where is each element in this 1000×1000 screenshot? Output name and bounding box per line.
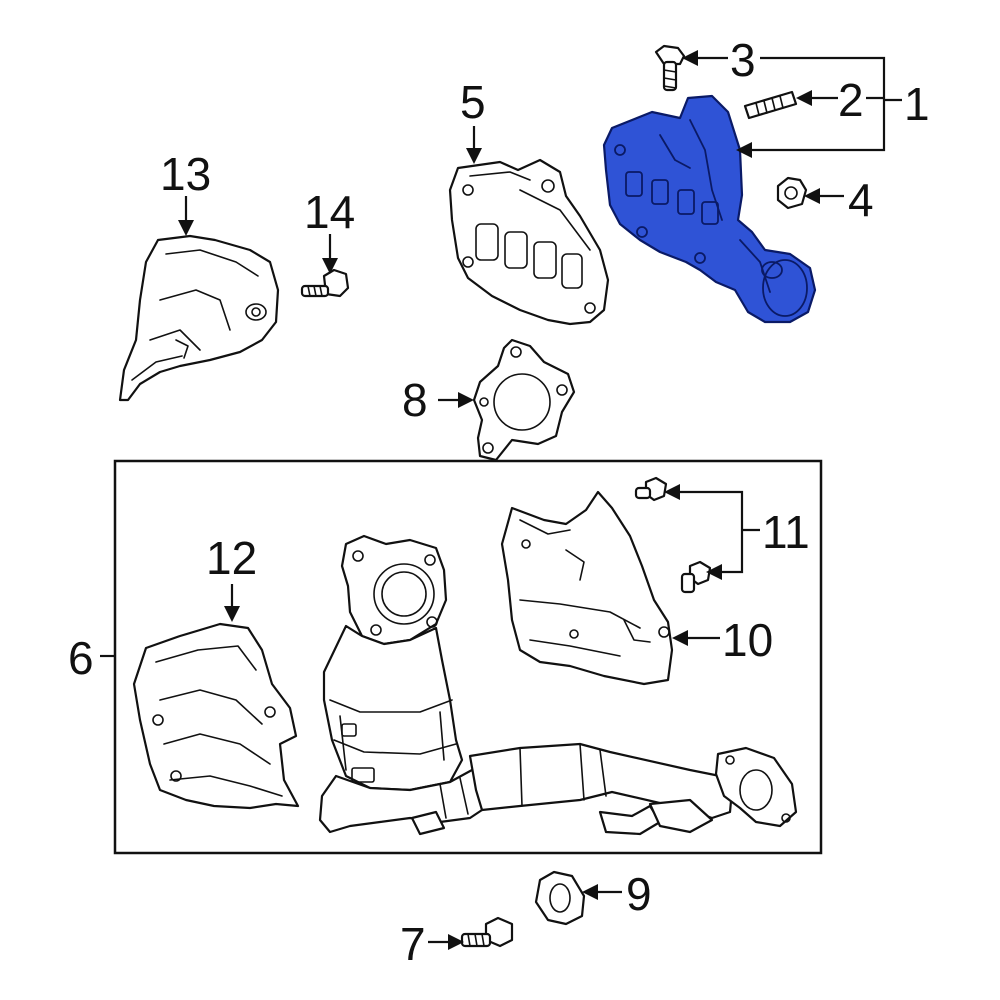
leader-11-bracket [664, 484, 760, 580]
leader-1-bracket [736, 56, 902, 158]
part-1-exhaust-manifold[interactable] [602, 94, 817, 324]
part-7-bolt[interactable] [460, 916, 514, 948]
callout-7: 7 [400, 918, 426, 970]
callout-1: 1 [904, 78, 930, 130]
part-11-bolt-upper[interactable] [634, 476, 668, 502]
leader-12 [224, 584, 240, 622]
callout-13: 13 [160, 148, 211, 200]
leader-9 [582, 884, 622, 900]
part-14-bolt[interactable] [300, 268, 350, 298]
callout-10: 10 [722, 614, 773, 666]
callout-14: 14 [304, 186, 355, 238]
callout-2: 2 [838, 74, 864, 126]
callout-4: 4 [848, 174, 874, 226]
part-2-stud[interactable] [743, 90, 798, 120]
part-3-bolt[interactable] [654, 44, 686, 92]
leader-5 [466, 126, 482, 164]
leader-2 [796, 90, 838, 106]
callout-8: 8 [402, 374, 428, 426]
part-6-catalytic-converter-assembly[interactable] [318, 534, 798, 836]
part-4-nut[interactable] [776, 176, 808, 210]
leader-10 [672, 630, 720, 646]
part-12-heat-shield[interactable] [132, 622, 300, 810]
part-5-gasket[interactable] [448, 158, 610, 326]
part-11-bolt-lower[interactable] [680, 560, 712, 594]
leader-3 [682, 50, 728, 66]
leader-13 [178, 196, 194, 236]
leader-7 [428, 934, 464, 950]
callout-6: 6 [68, 632, 94, 684]
callout-12: 12 [206, 532, 257, 584]
leader-8 [438, 392, 474, 408]
callout-11: 11 [762, 506, 810, 558]
leader-4 [804, 188, 844, 204]
part-13-heat-shield[interactable] [118, 234, 280, 402]
part-9-hanger[interactable] [534, 870, 586, 926]
leader-14 [322, 234, 338, 274]
part-10-heat-shield[interactable] [500, 490, 674, 686]
callout-5: 5 [460, 76, 486, 128]
callout-9: 9 [626, 868, 652, 920]
callout-3: 3 [730, 34, 756, 86]
part-8-flange-gasket[interactable] [472, 338, 576, 462]
